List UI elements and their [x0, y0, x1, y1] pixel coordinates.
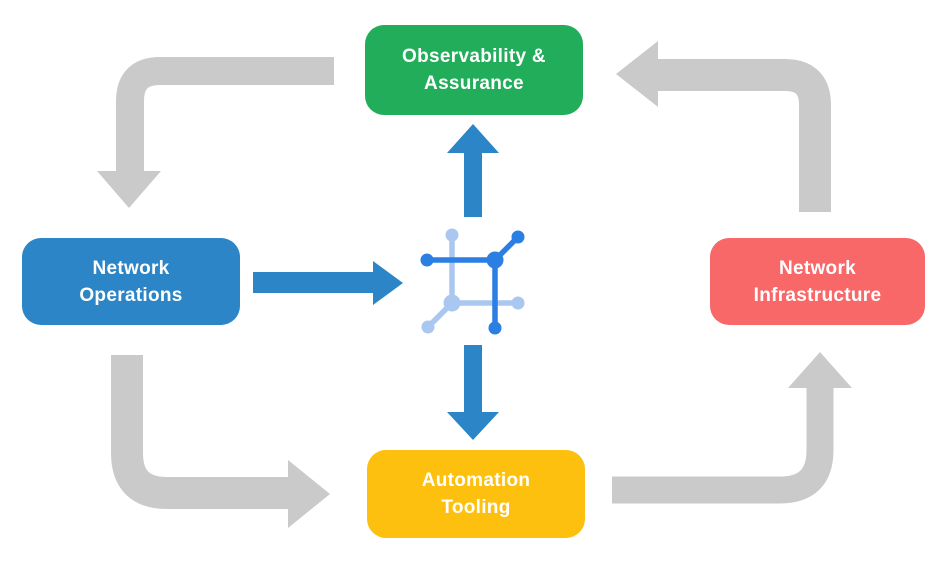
node-network-operations: Network Operations [22, 238, 240, 325]
node-network-operations-label: Network Operations [79, 257, 183, 306]
icon-hub-node [443, 294, 461, 312]
curved-arrow-infrastructure-to-observability [616, 41, 831, 212]
network-mesh-icon [420, 228, 525, 335]
icon-node [511, 296, 525, 310]
icon-node [511, 230, 525, 244]
arrow-shaft [111, 355, 288, 509]
icon-node [488, 321, 502, 335]
curved-arrow-observability-to-operations [97, 57, 334, 208]
arrow-shaft [658, 59, 831, 212]
curved-arrow-tooling-to-infrastructure [612, 352, 852, 504]
icon-node [421, 320, 435, 334]
node-automation-tooling: Automation Tooling [367, 450, 585, 538]
arrow-shaft [116, 57, 334, 173]
blue-arrow-center-to-tooling [447, 345, 499, 440]
network-mesh-icon-dark-parts [420, 230, 525, 335]
icon-node [445, 228, 459, 242]
blue-arrow-center-to-observability [447, 124, 499, 217]
node-observability-assurance-label: Observability & Assurance [402, 46, 546, 94]
arrowhead-down-icon [97, 171, 161, 208]
arrow-shaft [612, 388, 834, 504]
blue-arrow-operations-to-center [253, 261, 403, 305]
arrowhead-left-icon [616, 41, 658, 107]
node-network-infrastructure-label: Network Infrastructure [753, 257, 882, 306]
curved-arrow-operations-to-tooling [111, 355, 330, 528]
icon-hub-node [486, 251, 504, 269]
icon-node [420, 253, 434, 267]
node-automation-tooling-label: Automation Tooling [421, 470, 531, 518]
arrowhead-up-icon [788, 352, 852, 388]
node-network-infrastructure: Network Infrastructure [710, 238, 925, 325]
node-observability-assurance: Observability & Assurance [365, 25, 583, 115]
arrowhead-right-icon [288, 460, 330, 528]
